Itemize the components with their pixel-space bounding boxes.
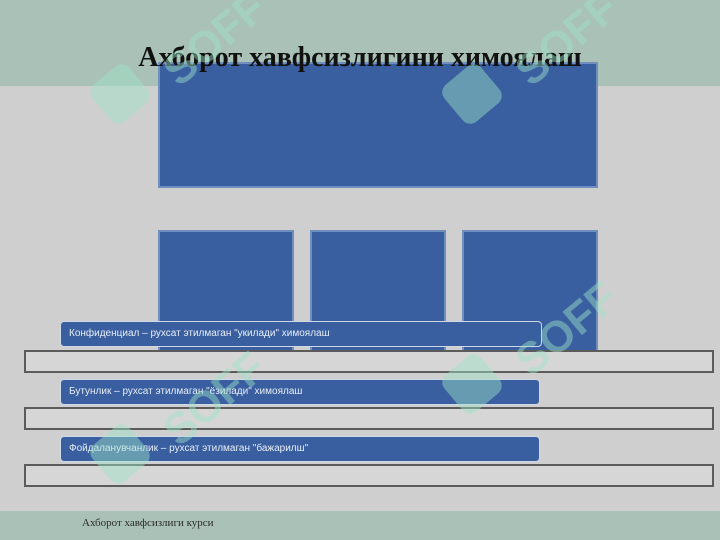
outline-row-3: [24, 464, 714, 487]
slide-footer: Ахборот хавфсизлиги курси: [82, 517, 214, 529]
slide-title: Ахборот хавфсизлигини химоялаш: [138, 42, 582, 73]
outline-row-1: [24, 350, 714, 373]
top-box: [158, 62, 598, 188]
bar-integrity: Бутунлик – рухсат этилмаган "ёзилади" хи…: [60, 379, 540, 405]
outline-row-2: [24, 407, 714, 430]
bar-confidentiality: Конфиденциал – рухсат этилмаган "укилади…: [60, 321, 542, 347]
footer-band: [0, 511, 720, 540]
bar-availability: Фойдаланувчанлик – рухсат этилмаган "баж…: [60, 436, 540, 462]
